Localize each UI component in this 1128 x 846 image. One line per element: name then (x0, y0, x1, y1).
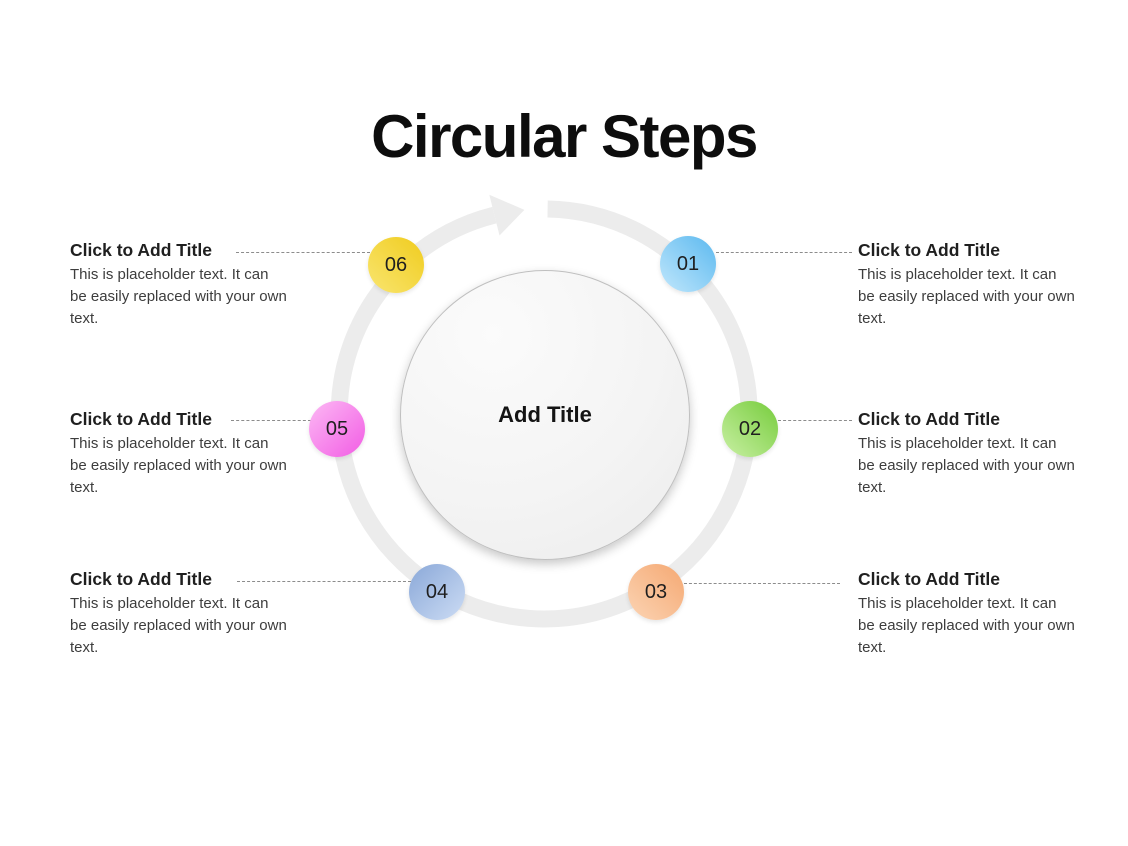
step-title-04[interactable]: Click to Add Title (70, 569, 212, 589)
step-body-01[interactable]: This is placeholder text. It can be easi… (858, 266, 1075, 327)
step-text-block-02: Click to Add Title This is placeholder t… (858, 409, 1076, 499)
step-text-block-06: Click to Add Title This is placeholder t… (70, 240, 288, 330)
connector-line-04 (237, 581, 411, 582)
step-number: 06 (384, 253, 408, 276)
step-circle-06[interactable]: 06 (368, 237, 424, 293)
connector-line-05 (231, 420, 311, 421)
step-title-05[interactable]: Click to Add Title (70, 409, 212, 429)
connector-line-03 (684, 583, 840, 584)
step-text-block-01: Click to Add Title This is placeholder t… (858, 240, 1076, 330)
step-circle-01[interactable]: 01 (660, 236, 716, 292)
step-circle-04[interactable]: 04 (409, 564, 465, 620)
step-number: 02 (738, 417, 762, 440)
step-title-03[interactable]: Click to Add Title (858, 569, 1000, 589)
step-body-06[interactable]: This is placeholder text. It can be easi… (70, 266, 287, 327)
step-body-05[interactable]: This is placeholder text. It can be easi… (70, 435, 287, 496)
step-circle-05[interactable]: 05 (309, 401, 365, 457)
step-circle-03[interactable]: 03 (628, 564, 684, 620)
step-text-block-04: Click to Add Title This is placeholder t… (70, 569, 288, 659)
step-body-02[interactable]: This is placeholder text. It can be easi… (858, 435, 1075, 496)
step-text-block-05: Click to Add Title This is placeholder t… (70, 409, 288, 499)
step-circle-02[interactable]: 02 (722, 401, 778, 457)
step-title-02[interactable]: Click to Add Title (858, 409, 1000, 429)
step-number: 04 (425, 580, 449, 603)
connector-line-02 (778, 420, 852, 421)
step-body-04[interactable]: This is placeholder text. It can be easi… (70, 595, 287, 656)
step-number: 01 (676, 252, 700, 275)
step-title-06[interactable]: Click to Add Title (70, 240, 212, 260)
connector-line-01 (716, 252, 852, 253)
step-number: 03 (644, 580, 668, 603)
center-title-placeholder[interactable]: Add Title (498, 402, 592, 427)
step-title-01[interactable]: Click to Add Title (858, 240, 1000, 260)
center-circle[interactable]: Add Title (400, 270, 690, 560)
step-body-03[interactable]: This is placeholder text. It can be easi… (858, 595, 1075, 656)
step-text-block-03: Click to Add Title This is placeholder t… (858, 569, 1076, 659)
connector-line-06 (236, 252, 370, 253)
step-number: 05 (325, 417, 349, 440)
ring-arrowhead (489, 194, 525, 236)
slide-title[interactable]: Circular Steps (371, 103, 758, 171)
